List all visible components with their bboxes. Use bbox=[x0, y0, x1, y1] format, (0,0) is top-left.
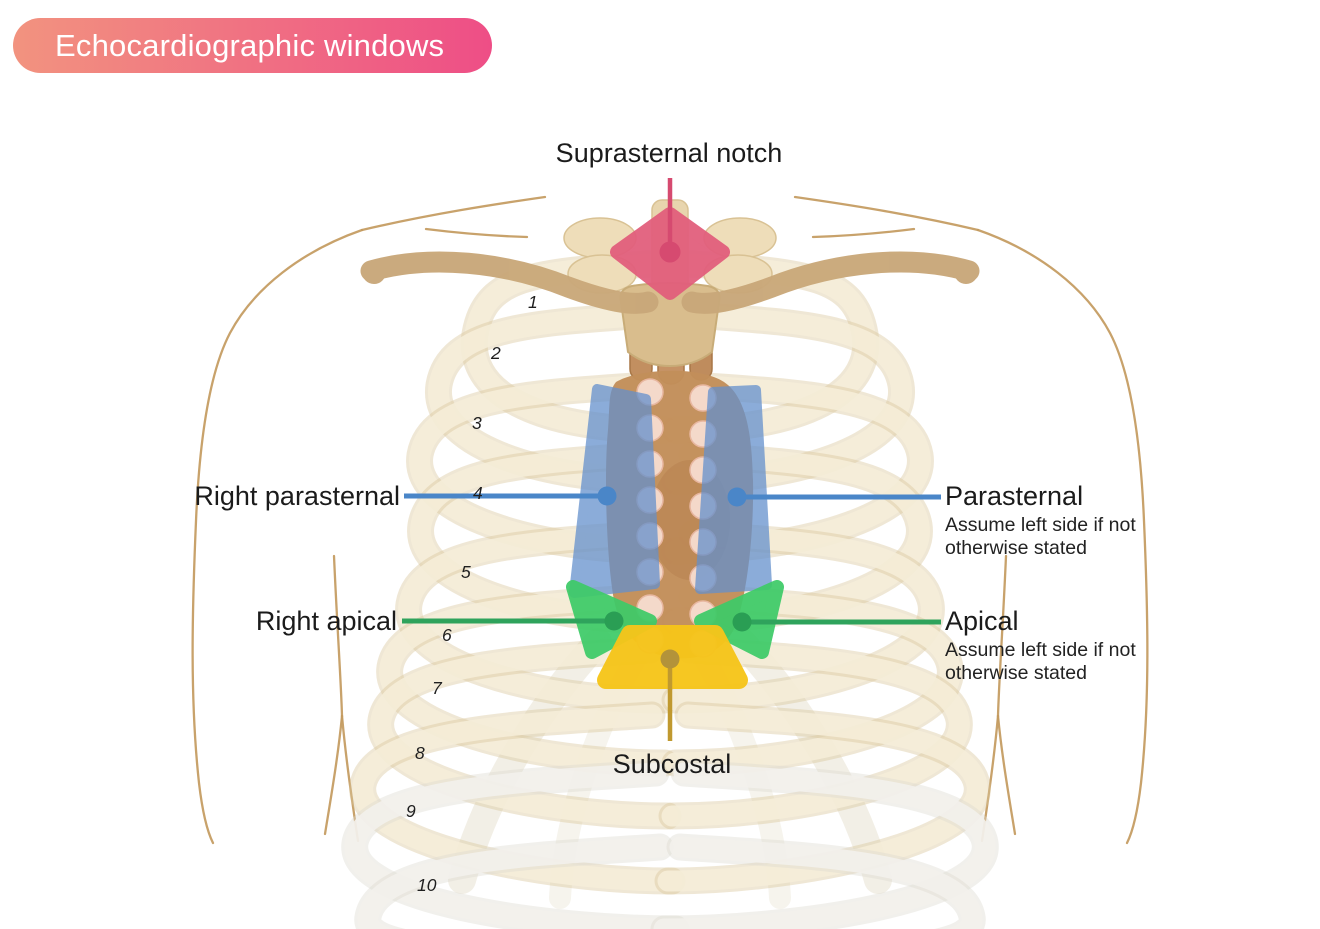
label-apical-title: Apical bbox=[945, 606, 1019, 636]
label-right-apical: Right apical bbox=[255, 606, 397, 636]
label-parasternal-note: Assume left side if not otherwise stated bbox=[945, 514, 1136, 559]
leader-lines bbox=[402, 178, 941, 741]
parasternal-leader-dot bbox=[727, 487, 747, 507]
rib-number-7: 7 bbox=[432, 678, 442, 698]
clavicles bbox=[360, 251, 980, 314]
label-suprasternal-notch: Suprasternal notch bbox=[555, 138, 783, 168]
label-right-parasternal: Right parasternal bbox=[194, 481, 400, 511]
label-apical: Apical Assume left side if not otherwise… bbox=[945, 606, 1159, 685]
diagram-title-pill: Echocardiographic windows bbox=[13, 18, 493, 73]
right-parasternal-leader-dot bbox=[597, 486, 617, 506]
label-parasternal: Parasternal Assume left side if not othe… bbox=[945, 481, 1159, 560]
apical-leader-dot bbox=[732, 612, 752, 632]
rib-number-5: 5 bbox=[461, 562, 471, 582]
right-apical-leader-dot bbox=[604, 611, 624, 631]
rib-number-1: 1 bbox=[528, 292, 538, 312]
rib-number-10: 10 bbox=[417, 875, 437, 895]
rib-number-9: 9 bbox=[406, 801, 416, 821]
rib-number-6: 6 bbox=[442, 625, 452, 645]
rib-number-3: 3 bbox=[472, 413, 482, 433]
rib-number-4: 4 bbox=[473, 483, 483, 503]
subcostal-leader-dot bbox=[660, 649, 680, 669]
label-subcostal: Subcostal bbox=[612, 749, 732, 779]
diagram-title: Echocardiographic windows bbox=[55, 27, 445, 63]
rib-number-8: 8 bbox=[415, 743, 425, 763]
label-parasternal-title: Parasternal bbox=[945, 481, 1084, 511]
suprasternal-leader-dot bbox=[659, 241, 681, 263]
label-apical-note: Assume left side if not otherwise stated bbox=[945, 639, 1136, 684]
body-outline bbox=[191, 195, 1149, 845]
rib-number-2: 2 bbox=[491, 343, 501, 363]
